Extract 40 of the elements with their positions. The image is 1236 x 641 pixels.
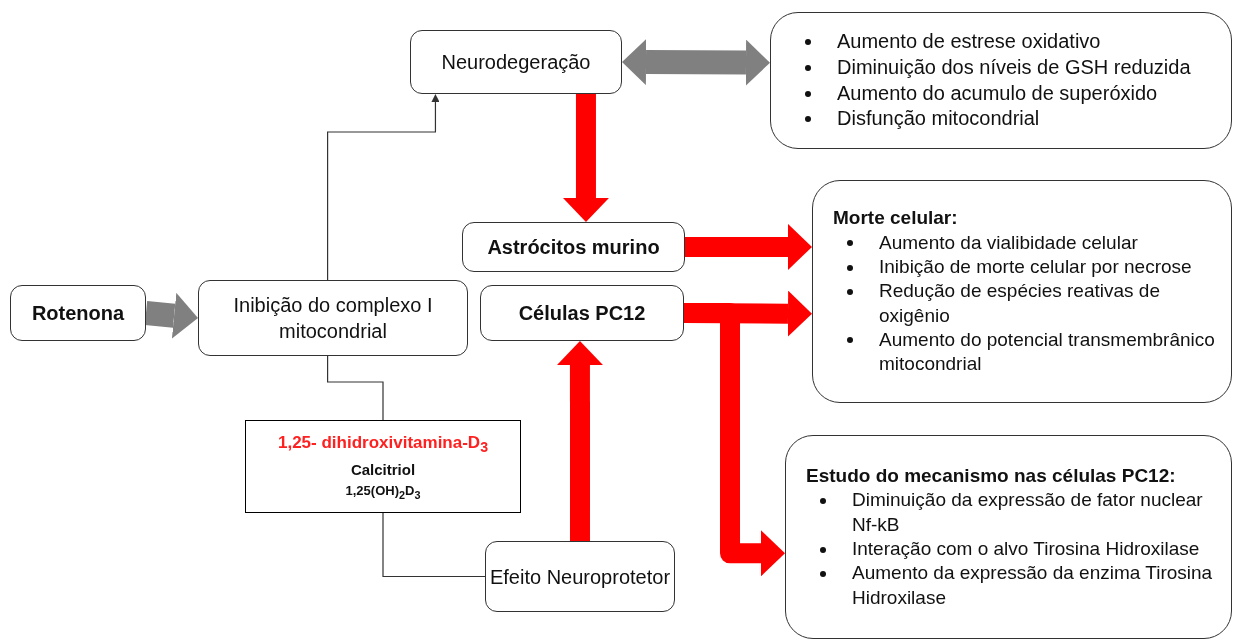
bullet-text: Aumento de estrese oxidativo [837,30,1101,53]
compound-label: Calcitriol [350,459,416,480]
bullet-text: Disfunção mitocondrial [837,107,1040,130]
process-box [198,280,468,356]
bullet-text: Diminuição dos níveis de GSH reduzida [837,55,1191,78]
bullet-text: Interação com o alvo Tirosina Hidroxilase [852,538,1200,559]
node-label: Neurodegeração [441,50,591,75]
bullet-text: Aumento do potencial transmembrânico mitocondrial [879,328,1215,375]
node-label: Células PC12 [518,301,646,326]
bullet-text: Diminuição da expressão de fator nuclear Nf-kB [852,489,1203,535]
process-box [480,285,684,341]
process-box [410,30,622,94]
connector-line [327,355,384,421]
bullet-text: Inibição de morte celular por necrose [879,256,1192,278]
block-arrow [562,94,609,222]
bullet-text: Aumento do acumulo de superóxido [837,81,1158,104]
process-box [485,541,675,612]
bullet-text: Aumento da vialibidade celular [879,231,1138,253]
block-arrow [144,292,198,339]
node-label: Astrócitos murino [487,235,660,260]
info-box [785,435,1232,639]
process-box [462,222,685,272]
block-arrow [556,341,603,541]
node-label: Inibição do complexo I mitocondrial [232,293,434,344]
info-box [770,12,1232,149]
block-arrow [685,223,812,270]
box-heading: Estudo do mecanismo nas células PC12: [806,464,1176,489]
bullet-text: Aumento da expressão da enzima Tirosina Hidroxilase [852,562,1213,608]
compound-name: 1,25- dihidroxivitamina-D$_{3}$ [277,432,488,458]
node-label: Efeito Neuroprotetor [489,564,671,590]
bullet-text: Redução de espécies reativas de oxigênio [879,280,1160,326]
start-box [10,285,146,341]
compound-label: 1,25(OH)$_{2}$D$_{3}$ [345,482,421,503]
box-heading: Morte celular: [833,206,958,231]
block-arrow [622,39,770,86]
node-label: Rotenona [31,301,125,326]
connector-line [382,512,486,578]
info-box [812,180,1232,403]
arrow [327,94,440,281]
compound-box [245,420,521,513]
